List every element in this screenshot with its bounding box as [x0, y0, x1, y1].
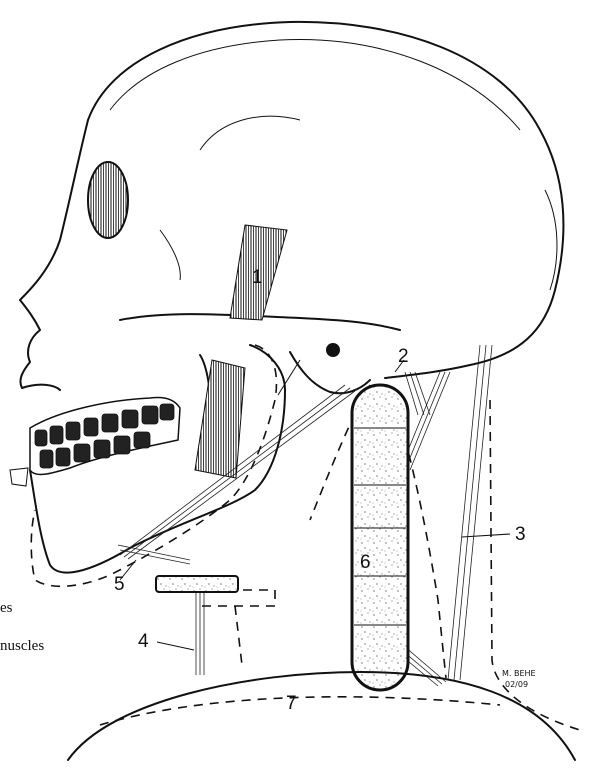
signature-date: 02/09 — [505, 680, 528, 689]
side-caption-line-1: es — [0, 600, 13, 616]
teeth — [10, 397, 180, 486]
label-5: 5 — [114, 574, 125, 595]
label-3: 3 — [515, 524, 526, 545]
label-2: 2 — [398, 346, 409, 367]
label-1: 1 — [252, 267, 263, 288]
side-caption-line-2: nuscles — [0, 638, 44, 654]
label-4: 4 — [138, 631, 149, 652]
leader-lines — [120, 360, 510, 650]
label-6: 6 — [360, 552, 371, 573]
signature-name: M. BEHE — [502, 669, 536, 678]
base-platform — [68, 672, 575, 760]
ear-canal — [326, 343, 340, 357]
skull — [20, 22, 563, 395]
muscle-strands — [118, 345, 492, 686]
orbit — [88, 162, 128, 238]
hyoid-bone — [156, 576, 238, 592]
label-7: 7 — [286, 693, 297, 714]
masseter-muscle — [195, 360, 245, 478]
cervical-spine — [352, 385, 408, 690]
